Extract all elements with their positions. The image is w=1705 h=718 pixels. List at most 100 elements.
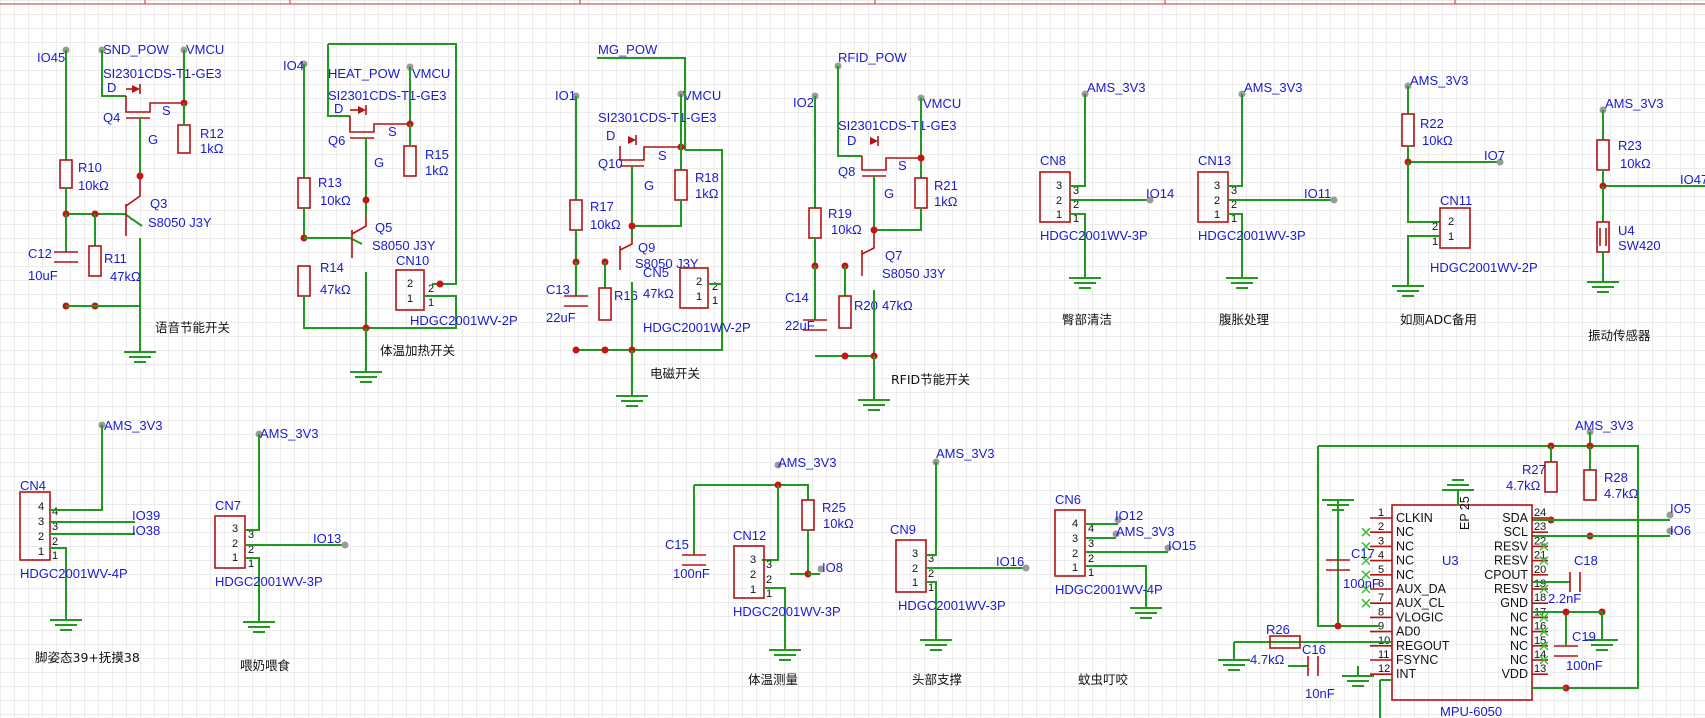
svg-text:2: 2 — [928, 568, 934, 580]
svg-text:3: 3 — [248, 529, 254, 541]
svg-text:IO16: IO16 — [996, 554, 1024, 569]
svg-text:G: G — [148, 132, 158, 147]
mpu-pin-name: NC — [1510, 639, 1528, 653]
svg-text:G: G — [644, 178, 654, 193]
svg-text:IO11: IO11 — [1304, 186, 1331, 201]
svg-text:CN4: CN4 — [20, 478, 46, 493]
svg-text:100nF: 100nF — [1343, 576, 1380, 591]
svg-text:S8050 J3Y: S8050 J3Y — [882, 266, 946, 281]
svg-text:IO14: IO14 — [1146, 186, 1174, 201]
svg-text:AMS_3V3: AMS_3V3 — [260, 426, 319, 441]
svg-text:1: 1 — [1072, 562, 1078, 574]
svg-text:腹胀处理: 腹胀处理 — [1219, 312, 1270, 327]
svg-text:4.7kΩ: 4.7kΩ — [1250, 652, 1285, 667]
svg-text:3: 3 — [232, 523, 238, 535]
sheet-ruler — [0, 0, 1705, 5]
svg-text:C12: C12 — [28, 246, 52, 261]
mpu-pin-name: NC — [1396, 554, 1414, 568]
svg-text:1: 1 — [928, 582, 934, 594]
svg-text:10nF: 10nF — [1305, 686, 1335, 701]
mpu-pin-name: SCL — [1504, 525, 1528, 539]
svg-text:SI2301CDS-T1-GE3: SI2301CDS-T1-GE3 — [103, 66, 222, 81]
svg-text:头部支撑: 头部支撑 — [912, 672, 963, 687]
svg-text:IO39: IO39 — [132, 508, 160, 523]
svg-text:1kΩ: 1kΩ — [695, 186, 719, 201]
mpu-pin-name: VLOGIC — [1396, 610, 1443, 624]
svg-text:3: 3 — [1056, 180, 1062, 192]
svg-text:电磁开关: 电磁开关 — [650, 366, 700, 381]
svg-text:R10: R10 — [78, 160, 102, 175]
svg-text:R15: R15 — [425, 147, 449, 162]
svg-text:R23: R23 — [1618, 138, 1642, 153]
svg-text:Q9: Q9 — [638, 240, 655, 255]
svg-text:2.2nF: 2.2nF — [1548, 591, 1581, 606]
svg-text:AMS_3V3: AMS_3V3 — [104, 418, 163, 433]
svg-text:3: 3 — [38, 516, 44, 528]
svg-text:R13: R13 — [318, 175, 342, 190]
svg-text:1: 1 — [52, 550, 58, 562]
mpu-pin-number: 18 — [1534, 592, 1546, 604]
svg-text:SND_POW: SND_POW — [103, 42, 169, 57]
svg-text:AMS_3V3: AMS_3V3 — [1244, 80, 1303, 95]
svg-text:3: 3 — [766, 559, 772, 571]
circuit-em-switch: IO1 MG_POW VMCU SI2301CDS-T1-GE3 D S G Q… — [546, 42, 751, 407]
svg-text:D: D — [606, 128, 615, 143]
svg-text:HDGC2001WV-3P: HDGC2001WV-3P — [215, 574, 323, 589]
mpu-pin-number: 20 — [1534, 564, 1546, 576]
mpu-pin-name: SDA — [1502, 511, 1528, 525]
svg-text:1: 1 — [750, 584, 756, 596]
svg-text:S: S — [162, 103, 171, 118]
svg-text:4: 4 — [52, 506, 58, 518]
svg-text:体温测量: 体温测量 — [748, 672, 798, 687]
svg-text:AMS_3V3: AMS_3V3 — [1575, 418, 1634, 433]
svg-text:2: 2 — [1088, 553, 1094, 565]
svg-text:10kΩ: 10kΩ — [1422, 133, 1453, 148]
svg-text:1: 1 — [1056, 209, 1062, 221]
svg-text:EP 25: EP 25 — [1458, 496, 1472, 530]
svg-text:CN13: CN13 — [1198, 153, 1231, 168]
svg-text:IO7: IO7 — [1484, 148, 1505, 163]
svg-text:10kΩ: 10kΩ — [831, 222, 862, 237]
svg-text:1: 1 — [1073, 213, 1079, 225]
svg-text:Q5: Q5 — [375, 220, 392, 235]
mpu-pin-number: 7 — [1378, 592, 1384, 604]
mpu-pin-name: AUX_DA — [1396, 582, 1447, 596]
svg-text:1: 1 — [1088, 567, 1094, 579]
svg-text:2: 2 — [766, 574, 772, 586]
svg-text:3: 3 — [1072, 533, 1078, 545]
svg-text:IO47: IO47 — [1680, 172, 1705, 187]
svg-text:HDGC2001WV-2P: HDGC2001WV-2P — [643, 320, 751, 335]
svg-text:R22: R22 — [1420, 116, 1444, 131]
svg-text:2: 2 — [248, 544, 254, 556]
mpu-pin-name: GND — [1500, 596, 1528, 610]
svg-text:脚姿态39+抚摸38: 脚姿态39+抚摸38 — [35, 650, 140, 665]
svg-text:10kΩ: 10kΩ — [590, 217, 621, 232]
svg-text:VMCU: VMCU — [412, 66, 450, 81]
mpu-pin-left: NC5 — [1361, 564, 1414, 582]
svg-text:IO1: IO1 — [555, 88, 576, 103]
svg-text:C15: C15 — [665, 537, 689, 552]
svg-text:AMS_3V3: AMS_3V3 — [1116, 524, 1175, 539]
mpu-pin-left: NC2 — [1361, 521, 1414, 539]
mpu-pin-name: RESV — [1494, 554, 1529, 568]
mpu-pin-name: RESV — [1494, 582, 1529, 596]
svg-text:2: 2 — [1072, 548, 1078, 560]
svg-text:语音节能开关: 语音节能开关 — [155, 320, 230, 335]
mpu-pin-name: REGOUT — [1396, 639, 1450, 653]
mpu-pin-number: 2 — [1378, 521, 1384, 533]
svg-text:AMS_3V3: AMS_3V3 — [936, 446, 995, 461]
svg-text:HDGC2001WV-2P: HDGC2001WV-2P — [1430, 260, 1538, 275]
mpu-pin-name: INT — [1396, 667, 1417, 681]
mpu-pin-number: 14 — [1534, 649, 1546, 661]
